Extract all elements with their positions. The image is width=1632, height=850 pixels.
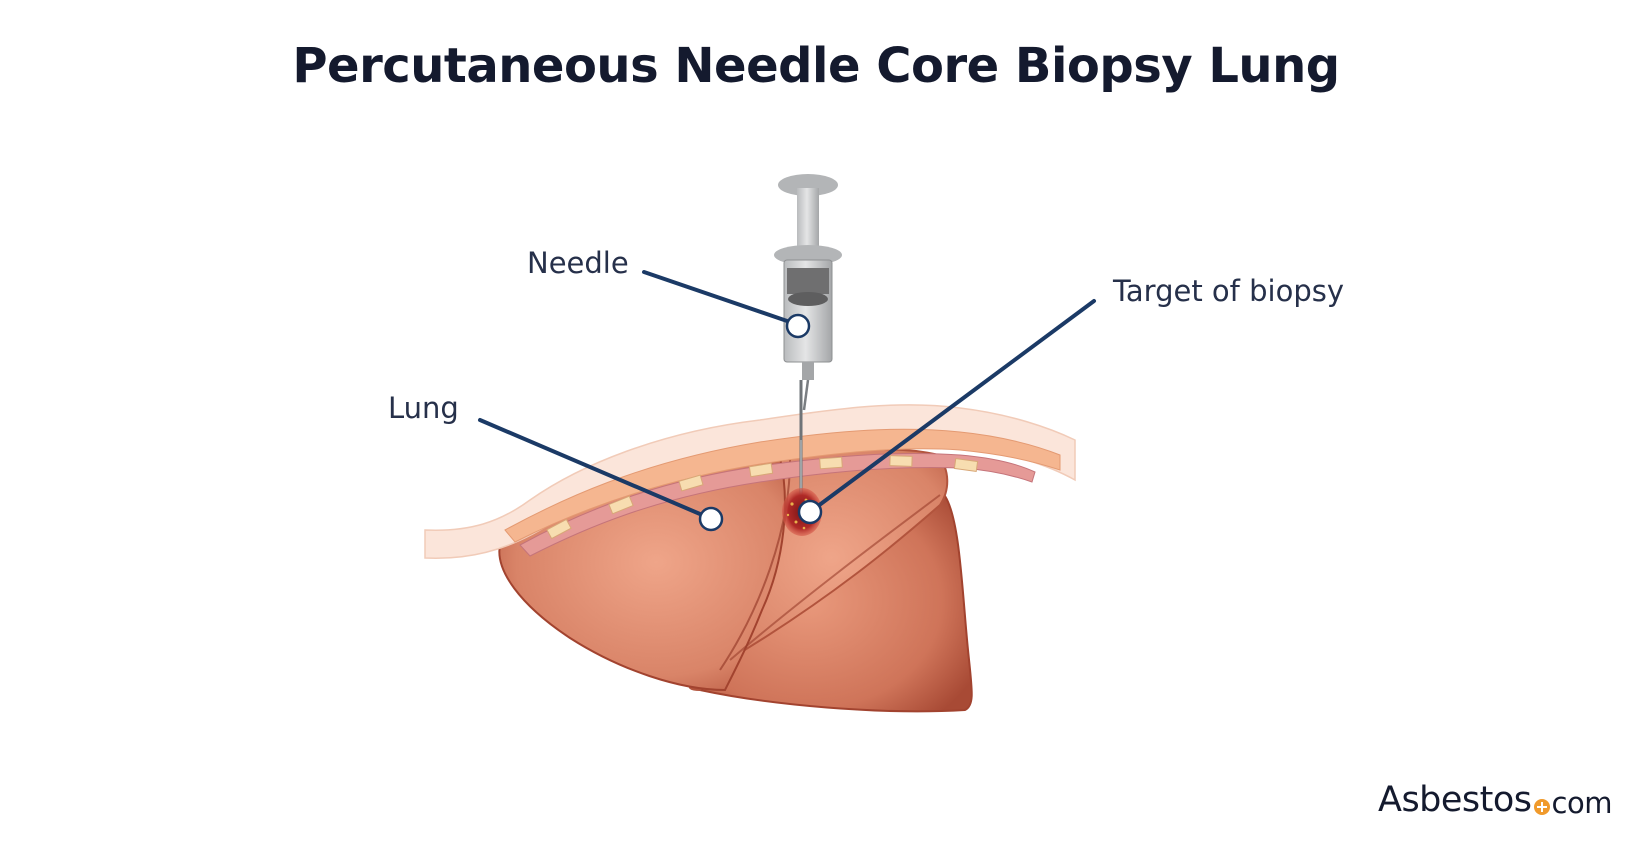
lung-label: Lung (388, 391, 459, 425)
needle-label: Needle (527, 246, 629, 280)
logo-name: Asbestos (1378, 780, 1532, 820)
needle-marker-dot (785, 313, 811, 339)
needle-leader-line (642, 270, 792, 324)
logo-plus-icon (1533, 799, 1550, 815)
target-leader-line (816, 299, 1096, 508)
lung-leader-line (478, 418, 702, 516)
lung-marker-dot (698, 506, 724, 532)
syringe (774, 174, 842, 411)
target-marker-dot (797, 499, 823, 525)
logo-suffix: com (1551, 786, 1613, 820)
asbestos-logo: Asbestos com (1378, 780, 1612, 820)
target-label: Target of biopsy (1112, 274, 1344, 308)
diagram-title: Percutaneous Needle Core Biopsy Lung (292, 38, 1340, 94)
